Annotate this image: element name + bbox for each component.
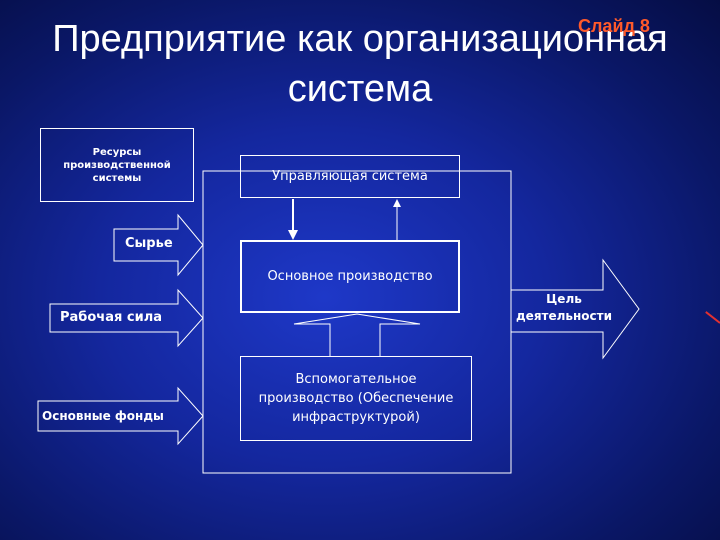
resources-label-box: Ресурсы производственной системы: [40, 128, 194, 202]
output-goal-label: Цель деятельности: [515, 292, 613, 323]
auxiliary-production-box: Вспомогательное производство (Обеспечени…: [240, 356, 472, 441]
output-arrow: [510, 258, 640, 360]
input-assets-label: Основные фонды: [42, 409, 164, 423]
input-labor-label: Рабочая сила: [60, 310, 162, 325]
slide-number: Слайд 8: [578, 16, 650, 36]
main-production-box: Основное производство: [240, 240, 460, 313]
slide-title: Предприятие как организационная система: [52, 18, 668, 110]
input-arrow-raw: [113, 213, 204, 277]
input-arrow-labor: [49, 288, 204, 348]
input-raw-label: Сырье: [125, 236, 173, 251]
support-arrow: [293, 313, 421, 356]
management-system-box: Управляющая система: [240, 155, 460, 198]
input-arrow-assets: [37, 386, 204, 446]
